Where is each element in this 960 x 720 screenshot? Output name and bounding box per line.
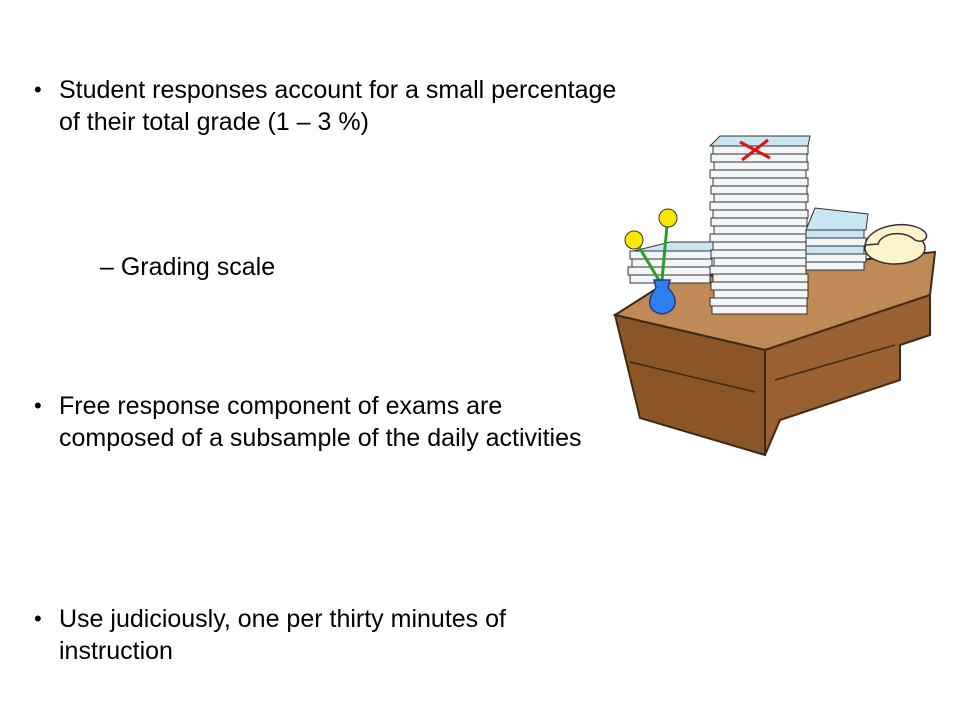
- sub-bullet-text: Grading scale: [120, 253, 276, 281]
- desk-with-paper-stacks-icon: [610, 130, 940, 470]
- bullet-marker: •: [34, 606, 42, 631]
- bullet-item: • Student responses account for a small …: [34, 74, 619, 138]
- sub-bullet-marker: –: [100, 253, 114, 281]
- sub-bullet-item: – Grading scale: [100, 251, 275, 283]
- bullet-marker: •: [34, 77, 42, 102]
- bullet-item: • Free response component of exams are c…: [34, 390, 619, 454]
- bullet-marker: •: [34, 393, 42, 418]
- bullet-text: Use judiciously, one per thirty minutes …: [59, 605, 506, 665]
- bullet-item: • Use judiciously, one per thirty minute…: [34, 603, 619, 667]
- bullet-text: Student responses account for a small pe…: [59, 76, 617, 136]
- bullet-text: Free response component of exams are com…: [59, 392, 582, 452]
